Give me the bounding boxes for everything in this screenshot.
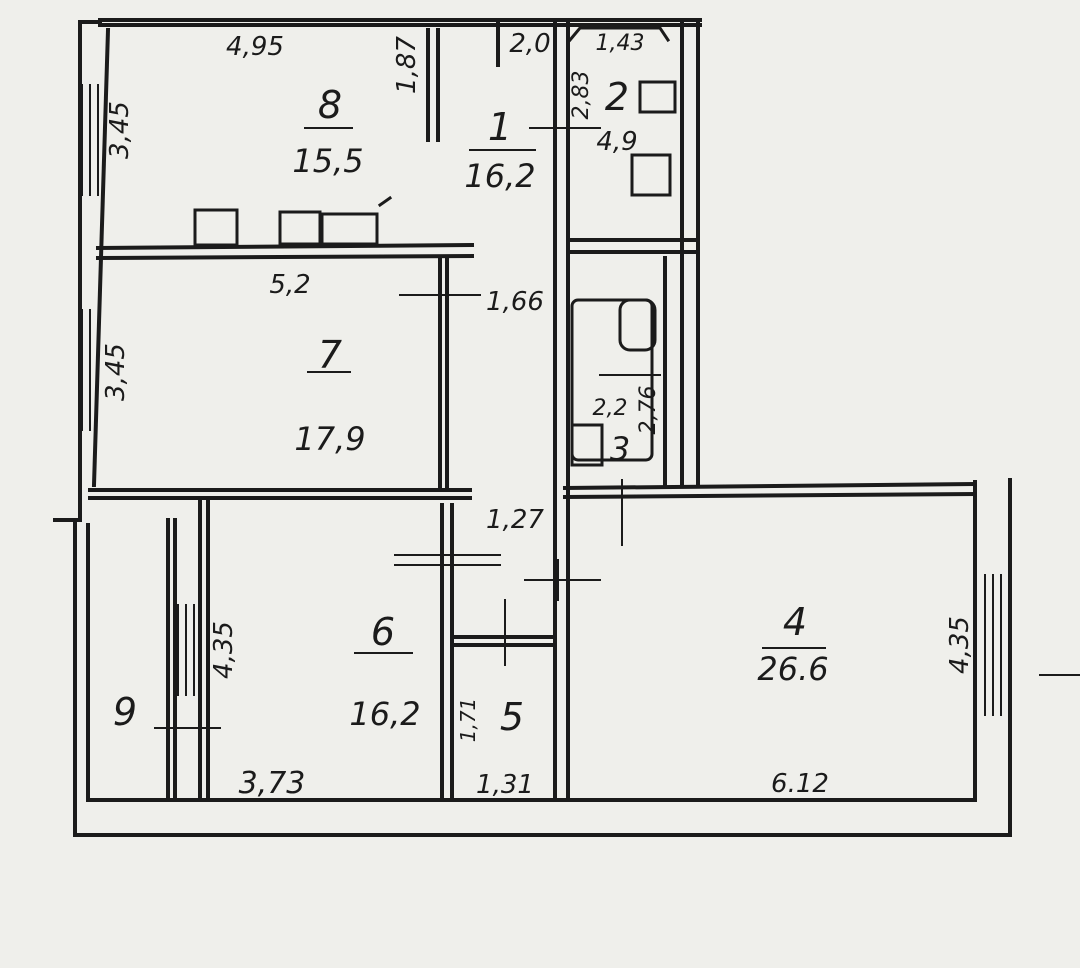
dim-room4-width: 6.12 [771,769,829,799]
dim-room5-width: 1,31 [476,770,534,800]
room-4-number: 4 [783,600,807,644]
dim-corridor-width: 1,66 [486,287,544,317]
room-8-number: 8 [318,83,342,127]
dim-room6-width: 3,73 [239,766,306,801]
dim-kitchen-wall-width: 5,2 [269,270,310,300]
room-7-number: 7 [318,333,342,377]
room-1-number: 1 [488,105,512,149]
dim-room3-small: 2,2 [593,396,628,421]
room-2-number: 2 [605,75,629,119]
dim-room1-depth: 1,87 [392,36,422,94]
room-5-number: 5 [500,695,524,739]
room-1-area: 16,2 [464,157,535,195]
dim-bath-width: 1,43 [596,31,645,56]
dim-room2-depth: 2,83 [569,71,594,120]
dimension-marks [154,127,1080,729]
room-6-area: 16,2 [349,695,420,733]
room-2-area: 4,9 [596,127,637,157]
dim-corridor-lower-width: 1,27 [486,505,544,535]
room-8-area: 15,5 [292,142,363,180]
dim-top-mid-width: 2,0 [509,29,550,59]
interior-walls [86,18,978,802]
dim-room6-height: 4,35 [209,621,239,679]
dim-room5-depth: 1,71 [456,698,480,743]
dimension-labels: 4,95 2,0 1,43 5,2 1,66 1,27 3,73 1,31 6.… [101,29,975,801]
room-6-number: 6 [371,610,395,654]
kitchen-fixtures [193,195,393,247]
room-3-number: 3 [610,430,630,468]
room-4-area: 26.6 [757,650,828,688]
dim-room3-depth: 2,76 [636,386,661,435]
dim-room8-height: 3,45 [105,101,135,159]
room-9-number: 9 [113,690,137,734]
room-7-area: 17,9 [294,420,365,458]
windows [81,84,1002,716]
dim-room7-height: 3,45 [101,343,131,401]
bathroom-fixtures [567,26,677,467]
dim-top-left-width: 4,95 [226,32,284,62]
dim-room4-height: 4,35 [945,616,975,674]
room-labels: 8 15,5 1 16,2 2 4,9 7 17,9 3 6 16,2 5 4 … [113,75,829,739]
